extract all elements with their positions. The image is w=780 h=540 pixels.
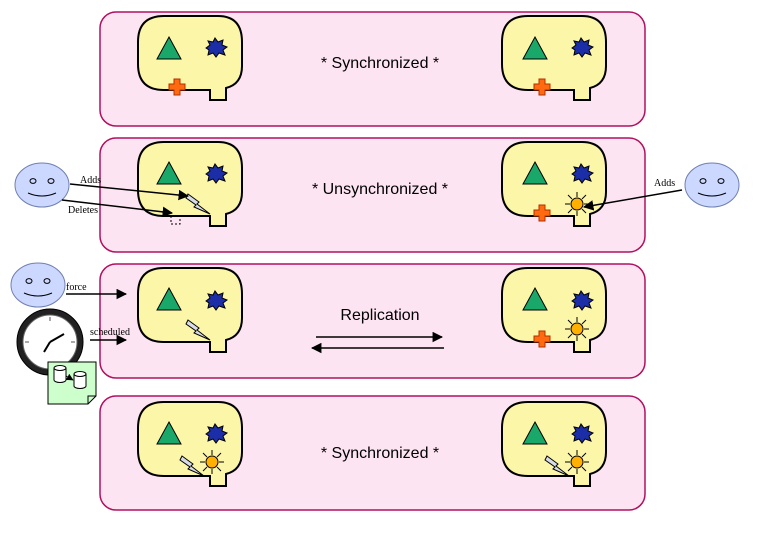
panel-title: * Synchronized * xyxy=(321,55,439,72)
speech-bubble xyxy=(502,16,606,100)
left-replica-bubble xyxy=(138,16,242,100)
right-replica-bubble xyxy=(502,142,606,226)
panel-synchronized-bottom: * Synchronized * xyxy=(100,396,645,510)
speech-bubble xyxy=(502,402,606,486)
left-replica-bubble xyxy=(138,402,242,486)
speech-bubble xyxy=(138,142,242,226)
adds-label-right: Adds xyxy=(654,178,675,189)
panel-title: * Unsynchronized * xyxy=(312,181,448,198)
deletes-label: Deletes xyxy=(68,205,98,216)
sun-icon xyxy=(565,317,589,341)
user-face-icon-left xyxy=(15,163,69,207)
speech-bubble xyxy=(138,402,242,486)
sun-icon xyxy=(565,192,589,216)
panel-title: * Synchronized * xyxy=(321,445,439,462)
speech-bubble xyxy=(138,268,242,352)
user-face-icon-right xyxy=(685,163,739,207)
adds-label-left: Adds xyxy=(80,175,101,186)
force-label: force xyxy=(66,282,87,293)
left-replica-bubble xyxy=(138,142,242,226)
right-replica-bubble xyxy=(502,268,606,352)
speech-bubble xyxy=(502,268,606,352)
database-document-icon xyxy=(48,362,96,404)
sun-icon xyxy=(200,450,224,474)
speech-bubble xyxy=(138,16,242,100)
panel-title: Replication xyxy=(340,307,419,324)
panel-replication: Replication xyxy=(100,264,645,378)
user-face-icon-force xyxy=(11,263,65,307)
sun-icon xyxy=(565,450,589,474)
right-replica-bubble xyxy=(502,402,606,486)
speech-bubble xyxy=(502,142,606,226)
left-replica-bubble xyxy=(138,268,242,352)
scheduled-label: scheduled xyxy=(90,327,130,338)
right-replica-bubble xyxy=(502,16,606,100)
panel-synchronized-top: * Synchronized * xyxy=(100,12,645,126)
